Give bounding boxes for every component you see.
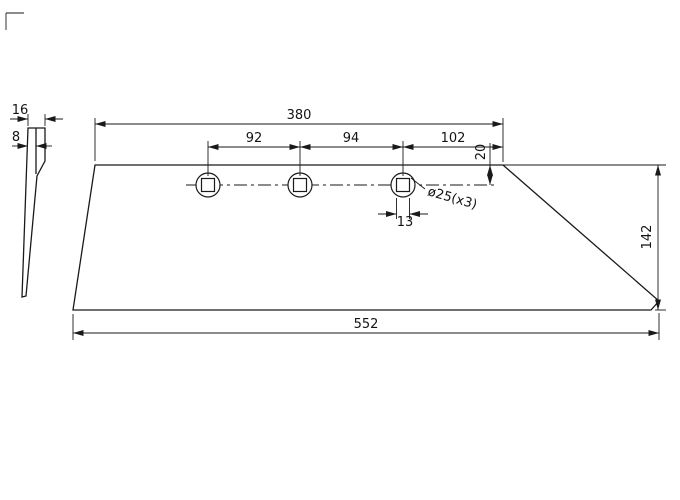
- dim-92: 92: [208, 131, 300, 150]
- dim-label-552: 552: [354, 317, 379, 332]
- dim-16: 16: [10, 103, 63, 126]
- dim-94: 94: [300, 131, 403, 150]
- dim-label-8: 8: [12, 130, 20, 145]
- frame-corner-mark: [5, 12, 24, 30]
- callout-hole-diameter: ø25(x3): [410, 177, 479, 213]
- dim-13: 13: [378, 198, 428, 230]
- hole-square: [292, 177, 308, 193]
- side-view-outline: [21, 127, 46, 298]
- dim-label-102: 102: [441, 131, 466, 146]
- blade-outline: [72, 164, 660, 311]
- dim-label-380: 380: [287, 108, 312, 123]
- bolt-hole-2: [287, 172, 313, 198]
- dim-label-13: 13: [397, 215, 414, 230]
- dim-label-16: 16: [12, 103, 29, 118]
- hole-square: [200, 177, 216, 193]
- dim-label-20: 20: [474, 144, 489, 161]
- hole-square: [395, 177, 411, 193]
- bolt-hole-1: [195, 172, 221, 198]
- dim-380: 380: [95, 108, 503, 127]
- bolt-hole-3: [390, 172, 416, 198]
- dim-20: 20: [474, 143, 493, 185]
- dim-label-94: 94: [343, 131, 360, 146]
- side-view: 16 8: [10, 103, 63, 298]
- main-view: 380 92 94 102 20 13: [72, 108, 666, 340]
- dim-8: 8: [12, 130, 52, 149]
- dim-label-92: 92: [246, 131, 263, 146]
- dim-142: 142: [503, 164, 666, 311]
- dim-label-142: 142: [640, 225, 655, 250]
- dim-102: 102: [403, 131, 503, 150]
- leader-line: [410, 177, 426, 190]
- dim-label-diameter: ø25(x3): [426, 184, 479, 212]
- dim-552: 552: [72, 313, 660, 340]
